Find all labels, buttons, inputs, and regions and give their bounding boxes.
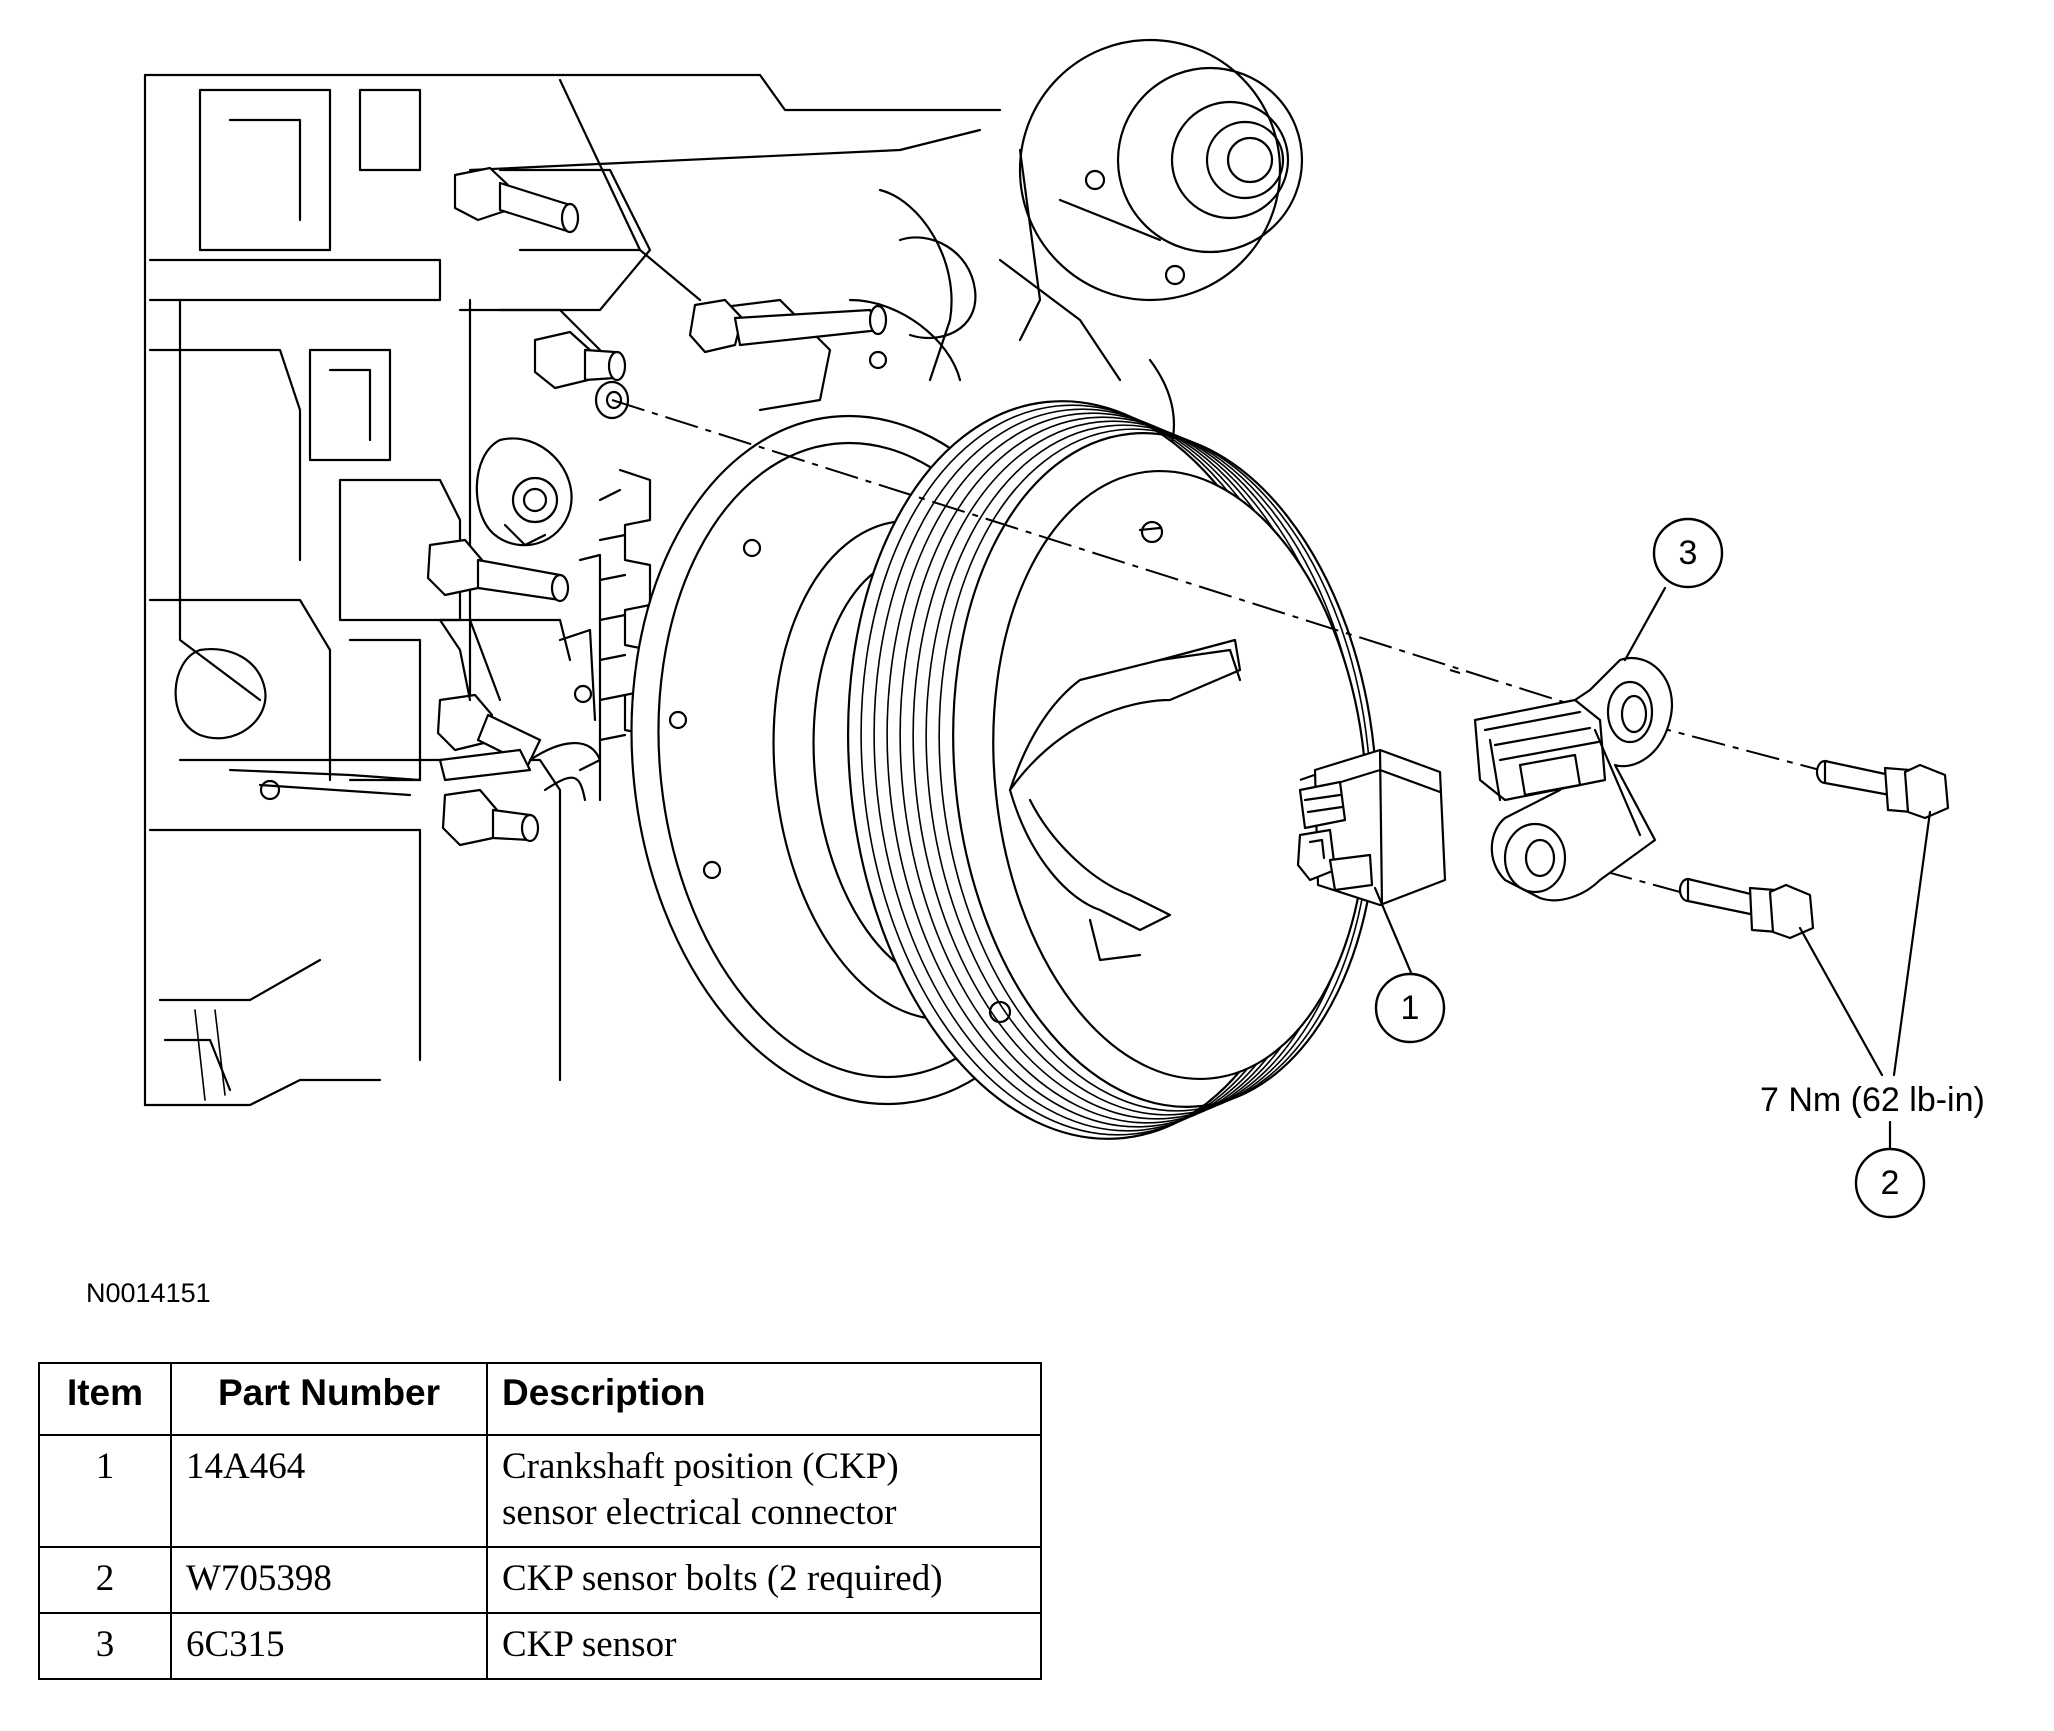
callout-1-number: 1 <box>1401 989 1420 1027</box>
row-2-description-line-1: CKP sensor bolts (2 required) <box>502 1558 943 1599</box>
header-part-number: Part Number <box>170 1362 488 1436</box>
callout-2-number: 2 <box>1881 1164 1900 1202</box>
alignment-line-upper-bolt <box>1637 721 1821 771</box>
callout-3-number: 3 <box>1679 534 1698 572</box>
figure-id: N0014151 <box>86 1278 211 1308</box>
crankshaft-pulley <box>630 350 1378 1140</box>
engine-block <box>143 38 1304 1107</box>
leader-item-2-lower <box>1798 926 1884 1077</box>
ckp-bolt-upper <box>1815 759 1950 820</box>
leader-item-2-upper <box>1892 810 1932 1077</box>
upper-bolt-1 <box>453 166 580 234</box>
row-3-item: 3 <box>38 1612 172 1680</box>
lower-bolt-1 <box>426 538 570 603</box>
row-1-part-number: 14A464 <box>170 1434 488 1548</box>
row-2-part-number: W705398 <box>170 1546 488 1614</box>
callout-1: 1 <box>1374 972 1446 1044</box>
table-row: 3 6C315 CKP sensor <box>38 1612 1042 1680</box>
leader-item-3 <box>1623 586 1667 662</box>
row-3-description: CKP sensor <box>486 1612 1042 1680</box>
alignment-line-sensor <box>611 399 1621 721</box>
callout-3: 3 <box>1652 517 1724 589</box>
parts-table: Item Part Number Description 1 14A464 Cr… <box>38 1362 1042 1680</box>
row-3-part-number: 6C315 <box>170 1612 488 1680</box>
ckp-sensor <box>1473 657 1673 902</box>
row-3-description-line-1: CKP sensor <box>502 1624 677 1665</box>
idler-boss <box>475 437 573 547</box>
ckp-electrical-connector <box>1296 748 1447 907</box>
torque-spec-label: 7 Nm (62 lb-in) <box>1760 1081 1985 1119</box>
leader-item-1 <box>1373 886 1414 977</box>
header-item: Item <box>38 1362 172 1436</box>
lower-bolt-3 <box>441 788 540 847</box>
table-row: 1 14A464 Crankshaft position (CKP) senso… <box>38 1434 1042 1548</box>
row-1-description-line-2: sensor electrical connector <box>502 1492 897 1533</box>
table-header-row: Item Part Number Description <box>38 1362 1042 1436</box>
row-2-item: 2 <box>38 1546 172 1614</box>
lower-bolt-2 <box>436 693 542 782</box>
row-1-description: Crankshaft position (CKP) sensor electri… <box>486 1434 1042 1548</box>
row-2-description: CKP sensor bolts (2 required) <box>486 1546 1042 1614</box>
row-1-item: 1 <box>38 1434 172 1548</box>
table-row: 2 W705398 CKP sensor bolts (2 required) <box>38 1546 1042 1614</box>
row-1-description-line-1: Crankshaft position (CKP) <box>502 1446 899 1487</box>
upper-bolt-2 <box>688 298 888 354</box>
header-description: Description <box>486 1362 1042 1436</box>
callout-2: 2 <box>1854 1147 1926 1219</box>
ckp-bolt-lower <box>1678 877 1815 940</box>
upper-bolt-3 <box>533 330 627 390</box>
crank-gear <box>558 468 652 777</box>
